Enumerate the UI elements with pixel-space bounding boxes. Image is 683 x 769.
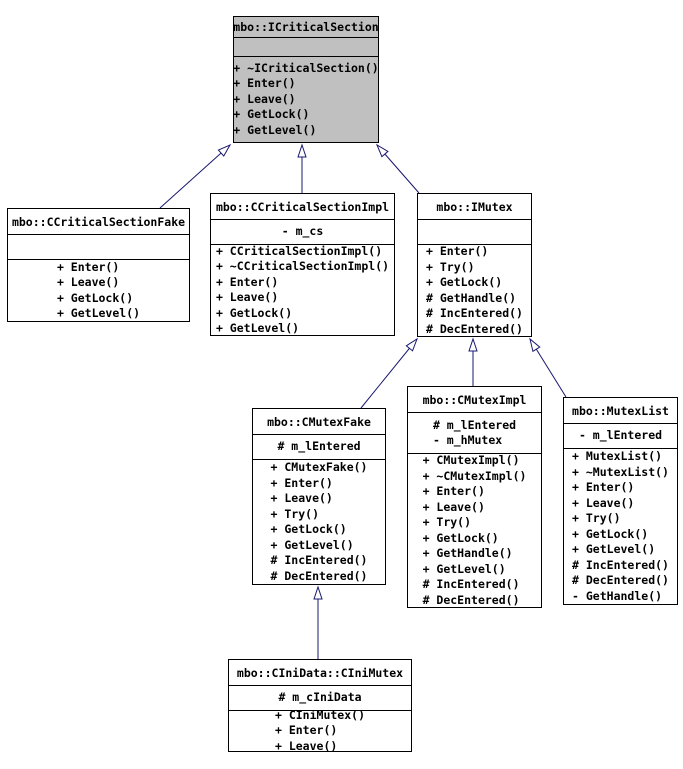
method-label: + GetLevel() <box>234 122 317 137</box>
method-label: + Enter() <box>56 259 120 274</box>
method-label: # DecEntered() <box>422 592 520 607</box>
method-label: # IncEntered() <box>572 557 669 572</box>
class-attributes: # m_lEntered <box>253 434 385 459</box>
class-attributes-empty <box>234 37 378 56</box>
method-label: + Enter() <box>426 244 489 258</box>
method-label: + GetHandle() <box>422 546 513 560</box>
method-label: + Enter() <box>215 274 279 289</box>
class-title: mbo::CIniData::CIniMutex <box>236 665 404 680</box>
method-label: + Leave() <box>270 491 333 505</box>
method-label: # IncEntered() <box>422 577 520 591</box>
method-label: + GetLock() <box>426 275 503 289</box>
method-label: + CMutexImpl() <box>422 453 520 467</box>
class-box-cmuteximpl[interactable]: mbo::CMutexImpl # m_lEntered - m_hMutex … <box>407 386 542 608</box>
method-label: # DecEntered() <box>572 573 669 587</box>
class-box-imutex[interactable]: mbo::IMutex + Enter() + Try() + GetLock(… <box>417 193 532 337</box>
method-label: + GetLevel() <box>56 306 141 320</box>
class-methods: + CCriticalSectionImpl() + ~CCriticalSec… <box>211 244 394 335</box>
class-methods: + ~ICriticalSection() + Enter() + Leave(… <box>234 56 378 142</box>
attribute-label: # m_lEntered <box>277 439 361 454</box>
method-label: + Leave() <box>422 499 485 514</box>
class-box-ccriticalsectionimpl[interactable]: mbo::CCriticalSectionImpl - m_cs + CCrit… <box>210 193 395 336</box>
method-label: + Try() <box>426 259 475 274</box>
method-label: + Leave() <box>215 290 279 304</box>
method-label: + GetLock() <box>234 107 310 122</box>
class-attributes: # m_lEntered - m_hMutex <box>408 412 541 453</box>
method-label: # DecEntered() <box>426 321 523 336</box>
class-title: mbo::CCriticalSectionImpl <box>215 199 390 214</box>
class-box-ccriticalsectionfake[interactable]: mbo::CCriticalSectionFake + Enter() + Le… <box>7 208 190 322</box>
class-attributes: # m_cIniData <box>229 685 411 710</box>
class-title: mbo::CMutexImpl <box>422 392 527 407</box>
edge-imutex-to-icriticalsection <box>375 143 420 194</box>
method-label: + Try() <box>572 511 621 525</box>
method-label: + GetLock() <box>215 305 293 320</box>
class-box-cinimutex[interactable]: mbo::CIniData::CIniMutex # m_cIniData + … <box>228 659 412 752</box>
method-label: + GetLock() <box>422 530 499 545</box>
method-label: + Enter() <box>572 480 635 494</box>
method-label: + Enter() <box>274 723 338 738</box>
method-label: + CIniMutex() <box>274 710 365 722</box>
method-label: + ~MutexList() <box>572 464 669 479</box>
class-attributes: - m_lEntered <box>564 423 677 448</box>
method-label: + Enter() <box>270 475 333 490</box>
class-title: mbo::MutexList <box>572 403 669 418</box>
method-label: + CCriticalSectionImpl() <box>215 244 383 258</box>
method-label: + GetLevel() <box>422 561 506 576</box>
method-label: - GetHandle() <box>572 588 663 603</box>
method-label: + GetLevel() <box>215 321 300 335</box>
class-title: mbo::CCriticalSectionFake <box>11 214 186 229</box>
method-label: + GetLock() <box>270 522 347 536</box>
class-attributes-empty <box>8 234 189 259</box>
method-label: + ~CCriticalSectionImpl() <box>215 259 390 273</box>
method-label: + Enter() <box>422 484 485 498</box>
method-label: # GetHandle() <box>426 290 517 305</box>
method-label: # IncEntered() <box>426 306 523 320</box>
attribute-label: # m_lEntered <box>432 417 517 432</box>
attribute-label: - m_cs <box>281 224 324 239</box>
attribute-label: - m_hMutex <box>432 433 503 447</box>
class-methods: + Enter() + Leave() + GetLock() + GetLev… <box>8 259 189 321</box>
method-label: + Try() <box>270 506 319 521</box>
method-label: + Leave() <box>572 495 635 510</box>
attribute-label: # m_cIniData <box>278 690 362 705</box>
method-label: + Leave() <box>56 275 120 289</box>
class-methods: + Enter() + Try() + GetLock() # GetHandl… <box>418 244 531 336</box>
method-label: + CMutexFake() <box>270 460 368 474</box>
method-label: + GetLock() <box>572 526 649 541</box>
method-label: + Leave() <box>274 738 338 751</box>
method-label: # IncEntered() <box>270 553 368 567</box>
method-label: + GetLock() <box>56 290 134 305</box>
class-box-mutexlist[interactable]: mbo::MutexList - m_lEntered + MutexList(… <box>563 397 678 605</box>
method-label: + ~CMutexImpl() <box>422 468 527 483</box>
method-label: + MutexList() <box>572 449 663 463</box>
method-label: # DecEntered() <box>270 568 368 583</box>
class-methods: + CMutexFake() + Enter() + Leave() + Try… <box>253 459 385 584</box>
method-label: + GetLevel() <box>270 537 354 552</box>
class-methods: + MutexList() + ~MutexList() + Enter() +… <box>564 448 677 604</box>
class-title: mbo::ICriticalSection <box>234 20 378 34</box>
class-methods: + CMutexImpl() + ~CMutexImpl() + Enter()… <box>408 453 541 607</box>
method-label: + ~ICriticalSection() <box>234 60 378 75</box>
method-label: + Try() <box>422 515 472 529</box>
class-attributes: - m_cs <box>211 219 394 244</box>
method-label: + GetLevel() <box>572 542 656 556</box>
class-title: mbo::CMutexFake <box>267 414 371 429</box>
class-box-icriticalsection[interactable]: mbo::ICriticalSection + ~ICriticalSectio… <box>233 16 379 143</box>
attribute-label: - m_lEntered <box>578 428 663 443</box>
method-label: + Leave() <box>234 91 296 106</box>
method-label: + Enter() <box>234 76 296 91</box>
class-title: mbo::IMutex <box>436 199 513 214</box>
class-box-cmutexfake[interactable]: mbo::CMutexFake # m_lEntered + CMutexFak… <box>252 408 386 585</box>
class-methods: + CIniMutex() + Enter() + Leave() <box>229 710 411 751</box>
class-attributes-empty <box>418 219 531 244</box>
